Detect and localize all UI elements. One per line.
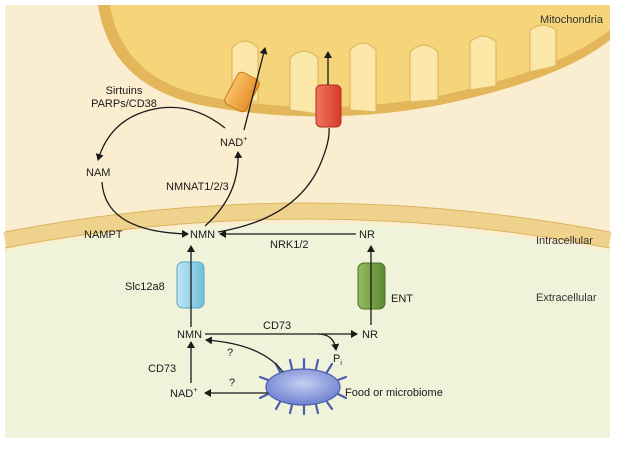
- plasma-membrane: [3, 203, 612, 248]
- label-nrk: NRK1/2: [270, 239, 309, 251]
- label-sirtuins: Sirtuins: [106, 85, 143, 97]
- node-nr-intracellular: NR: [359, 229, 375, 241]
- node-nmn-intracellular: NMN: [190, 229, 215, 241]
- node-nad-extracellular: NAD+: [170, 387, 197, 400]
- region-label-extracellular: Extracellular: [536, 292, 597, 304]
- arrow-nad-through-orange-transporter: [243, 47, 268, 131]
- arrow-nmn-to-red-transporter: [217, 127, 330, 233]
- label-nampt: NAMPT: [84, 229, 123, 241]
- node-nad-mito-text: NAD: [220, 137, 243, 149]
- node-nad-extracellular-text: NAD: [170, 388, 193, 400]
- label-parps-cd38: PARPs/CD38: [91, 98, 157, 110]
- label-slc12a8: Slc12a8: [125, 281, 165, 293]
- microbe-icon: [258, 357, 348, 416]
- region-label-mitochondria: Mitochondria: [540, 14, 604, 26]
- node-nad-extracellular-sup: +: [193, 387, 197, 394]
- label-ent: ENT: [391, 293, 413, 305]
- arrow-nam-to-nmn: [101, 181, 189, 238]
- label-nmnat: NMNAT1/2/3: [166, 181, 229, 193]
- arrow-nmn-to-nad: [204, 151, 243, 227]
- node-nam: NAM: [86, 167, 110, 179]
- node-nr-extracellular: NR: [362, 329, 378, 341]
- node-pi-text: P: [333, 353, 340, 365]
- red-mito-transporter: [315, 84, 342, 128]
- label-food-or-microbiome: Food or microbiome: [345, 387, 443, 399]
- node-pi: Pi: [333, 353, 342, 367]
- region-label-intracellular: Intracellular: [536, 235, 593, 247]
- label-question-1: ?: [227, 347, 233, 359]
- node-nad-mito-sup: +: [243, 136, 247, 143]
- node-nad-mito: NAD+: [220, 136, 247, 149]
- label-cd73-horizontal: CD73: [263, 320, 291, 332]
- node-pi-sub: i: [340, 360, 342, 367]
- arrow-microbe-to-nmn: [205, 336, 284, 373]
- node-nmn-extracellular: NMN: [177, 329, 202, 341]
- label-question-2: ?: [229, 377, 235, 389]
- arrow-nad-to-nam: [95, 106, 226, 161]
- extracellular-area: [5, 223, 610, 438]
- plasma-membrane-outer-edge: [4, 218, 611, 249]
- label-cd73-vertical: CD73: [148, 363, 176, 375]
- arrow-cd73-to-pi: [317, 333, 340, 351]
- plasma-membrane-inner-edge: [4, 202, 611, 233]
